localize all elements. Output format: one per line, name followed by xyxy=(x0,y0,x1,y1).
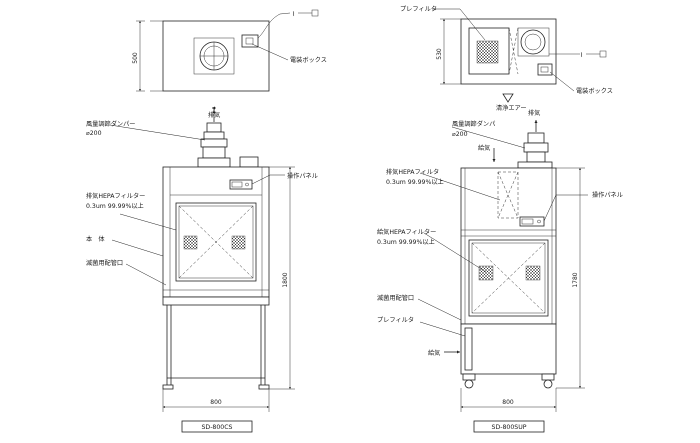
left-width-dim: 800 xyxy=(210,399,222,406)
left-plug-icon: ⌇ xyxy=(292,11,295,18)
left-top-view: 500 ⌇ 電装ボックス xyxy=(132,9,327,92)
right-sterile-port-label: 滅菌用配管口 xyxy=(377,294,414,302)
right-damper-size: ⌀200 xyxy=(452,131,468,138)
right-depth-dim: 530 xyxy=(436,48,443,60)
right-control-panel-label: 操作パネル xyxy=(592,191,623,199)
right-prefilter-top-label: プレフィルタ xyxy=(400,5,437,13)
right-prefilter-label: プレフィルタ xyxy=(377,316,414,324)
left-front-view: 排気 風量調節ダンパー ⌀200 操作パネル 排気HEPAフィルター 0.3um… xyxy=(86,108,318,433)
left-model-name: SD-800CS xyxy=(202,424,233,431)
left-filter-2 xyxy=(231,235,246,250)
left-depth-dim: 500 xyxy=(132,52,139,64)
left-electric-box-label: 電装ボックス xyxy=(290,56,327,64)
left-damper-label: 風量調節ダンパー xyxy=(86,120,136,128)
left-electric-box-shape xyxy=(241,34,259,48)
right-front-view: 清浄エアー 排気 風量調節ダンパ ⌀200 給気 操作パネル xyxy=(377,93,623,433)
left-sterile-port-label: 滅菌用配管口 xyxy=(86,259,123,267)
left-exhaust-hepa-label: 排気HEPAフィルター xyxy=(86,192,145,200)
left-control-panel-label: 操作パネル xyxy=(287,172,318,180)
right-electric-box-label: 電装ボックス xyxy=(576,87,613,95)
right-supply-hepa-label: 給気HEPAフィルター xyxy=(377,228,436,236)
right-damper-label: 風量調節ダンパ xyxy=(452,120,495,128)
right-supply-label: 給気 xyxy=(478,144,490,152)
right-plug-icon: ⌇ xyxy=(580,52,583,59)
right-height-dim: 1780 xyxy=(572,272,579,287)
left-exhaust-hepa-spec: 0.3um 99.99%以上 xyxy=(86,202,144,210)
right-supply-bottom-label: 給気 xyxy=(428,349,440,357)
right-clean-air-label: 清浄エアー xyxy=(496,104,527,112)
left-filter-1 xyxy=(183,235,198,250)
right-top-view: 530 ⌇ プレフィルタ 電装ボックス xyxy=(400,5,613,95)
right-supply-hepa-spec: 0.3um 99.99%以上 xyxy=(377,238,435,246)
right-filter-2 xyxy=(525,265,541,281)
left-height-dim: 1800 xyxy=(282,272,289,287)
right-exhaust-hepa-label: 排気HEPAフィルタ xyxy=(386,168,439,176)
left-damper-size: ⌀200 xyxy=(86,130,102,137)
right-model-name: SD-800SUP xyxy=(492,424,527,431)
right-exhaust-label: 排気 xyxy=(528,109,540,117)
right-exhaust-hepa-spec: 0.3um 99.99%以上 xyxy=(386,178,444,186)
left-exhaust-label: 排気 xyxy=(208,111,220,119)
right-filter-1 xyxy=(478,265,494,281)
left-body-label: 本 体 xyxy=(86,235,105,243)
right-top-prefilter xyxy=(476,40,499,64)
right-width-dim: 800 xyxy=(502,399,514,406)
